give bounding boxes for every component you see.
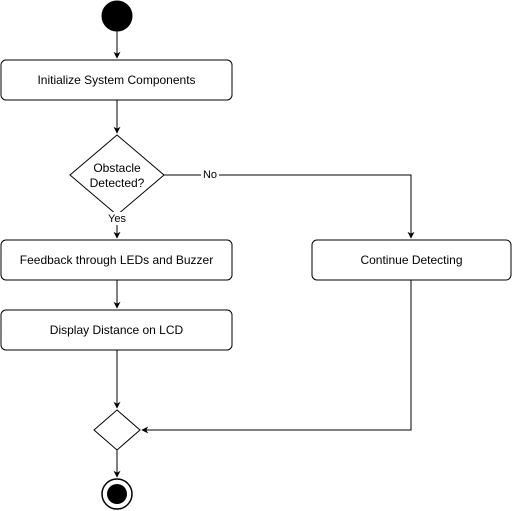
edge-continue-to-merge	[141, 280, 412, 434]
edge-no-label: No	[203, 169, 217, 181]
node-display-label: Display Distance on LCD	[50, 323, 184, 337]
end-node-inner-dot	[107, 484, 127, 504]
node-feedback-label: Feedback through LEDs and Buzzer	[20, 253, 213, 267]
node-initialize-label: Initialize System Components	[37, 73, 195, 87]
edge-no-to-continue	[164, 174, 415, 239]
merge-node	[93, 409, 141, 451]
node-display-distance: Display Distance on LCD	[0, 309, 233, 351]
start-node	[101, 0, 133, 32]
edge-yes-label: Yes	[108, 213, 126, 225]
node-continue-detecting: Continue Detecting	[311, 239, 512, 281]
node-continue-label: Continue Detecting	[360, 253, 462, 267]
decision-obstacle-detected: Obstacle Detected?	[69, 134, 165, 216]
node-feedback: Feedback through LEDs and Buzzer	[0, 239, 233, 281]
decision-label-line-1: Obstacle	[93, 161, 141, 175]
end-node	[101, 478, 133, 510]
decision-label-line-2: Detected?	[90, 176, 145, 190]
decision-diamond	[69, 134, 165, 216]
node-initialize: Initialize System Components	[0, 59, 233, 101]
edge-yes-label-bg	[105, 212, 129, 225]
edge-no-label-bg	[201, 167, 219, 181]
